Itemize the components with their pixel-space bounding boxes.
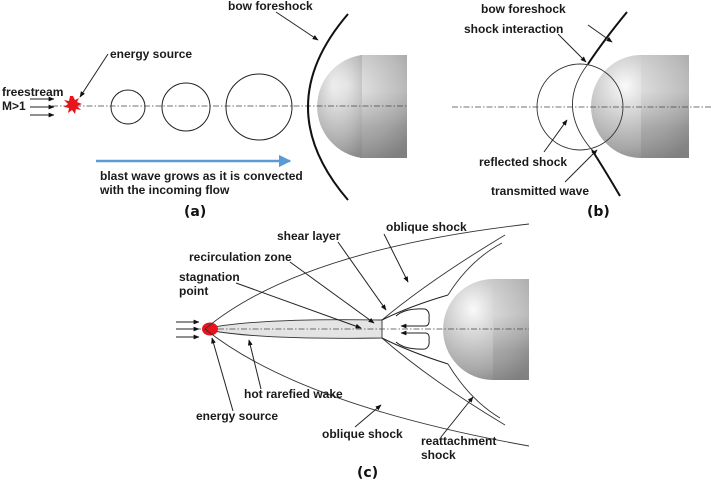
reattachment-shock-bottom <box>447 363 501 419</box>
blunt-body-b <box>591 55 689 158</box>
panel-a: freestream M>1 energy source bow foresho… <box>2 0 407 220</box>
bow-foreshock-b-curve <box>587 11 628 65</box>
mach-label: M>1 <box>2 99 26 113</box>
blunt-body <box>317 55 407 158</box>
blast-wave-medium <box>161 82 211 132</box>
energy-source-c-label: energy source <box>196 409 278 423</box>
transmitted-inner-arc <box>572 63 593 151</box>
reattachment-label-line2: shock <box>421 448 456 462</box>
shear-layer-bottom <box>381 337 449 365</box>
blast-wave-large <box>225 73 293 141</box>
recirculation-zone-pointer <box>289 261 375 324</box>
stagnation-pointer <box>235 282 362 329</box>
reflected-shock-circle <box>536 63 624 151</box>
freestream-arrows-c <box>176 319 200 340</box>
recirculation-loop-bottom <box>395 330 430 350</box>
oblique-shock-bottom-label: oblique shock <box>322 427 403 441</box>
hot-wake-label: hot rarefied wake <box>244 387 343 401</box>
blast-wave-label-line1: blast wave grows as it is convected <box>100 169 303 183</box>
freestream-label: freestream <box>2 85 63 99</box>
bow-foreshock-pointer <box>275 11 319 41</box>
energy-source-dot <box>202 322 218 336</box>
reattachment-shock-top <box>447 242 503 296</box>
transmitted-wave-curve <box>591 149 621 197</box>
energy-source-c-pointer <box>211 337 234 412</box>
oblique-shock-top-pointer <box>383 233 409 283</box>
caption-a: (a) <box>184 204 206 220</box>
reattachment-label-line1: reattachment <box>421 434 496 448</box>
shear-layer-top <box>381 294 449 321</box>
shock-interaction-pointer <box>557 33 587 63</box>
reflected-shock-pointer <box>543 119 568 153</box>
shear-layer-label: shear layer <box>277 229 341 243</box>
oblique-shock-inner-bottom <box>381 337 506 426</box>
panel-c: shear layer oblique shock recirculation … <box>176 220 530 481</box>
recirculation-loop-top <box>395 308 430 329</box>
blast-wave-small <box>110 89 146 125</box>
energy-source-label: energy source <box>110 47 192 61</box>
bow-foreshock-curve <box>307 13 349 201</box>
panel-b: bow foreshock shock interaction reflecte… <box>452 2 711 220</box>
recirculation-zone-label: recirculation zone <box>189 250 292 264</box>
oblique-shock-inner-top <box>381 234 506 321</box>
blast-wave-label-line2: with the incoming flow <box>99 183 230 197</box>
stagnation-label-line1: stagnation <box>179 270 240 284</box>
oblique-shock-bottom-pointer <box>354 404 382 428</box>
oblique-shock-top-label: oblique shock <box>386 220 467 234</box>
transmitted-wave-label: transmitted wave <box>491 184 589 198</box>
freestream-arrows <box>30 96 55 118</box>
reflected-shock-label: reflected shock <box>479 155 567 169</box>
shear-layer-pointer <box>337 241 387 311</box>
stagnation-label-line2: point <box>179 284 208 298</box>
energy-source-burst <box>64 96 82 114</box>
reattachment-pointer <box>440 396 474 438</box>
oblique-shock-outer <box>204 223 530 447</box>
shock-interaction-label: shock interaction <box>464 22 563 36</box>
bow-foreshock-b-label: bow foreshock <box>481 2 566 16</box>
bow-foreshock-label: bow foreshock <box>228 0 313 13</box>
caption-c: (c) <box>357 465 378 481</box>
blunt-body-c <box>443 279 529 380</box>
energy-source-pointer <box>79 53 109 98</box>
bow-foreshock-b-pointer <box>587 24 613 43</box>
caption-b: (b) <box>587 204 610 220</box>
hot-wake-pointer <box>247 339 262 390</box>
transmitted-wave-pointer <box>564 149 598 183</box>
